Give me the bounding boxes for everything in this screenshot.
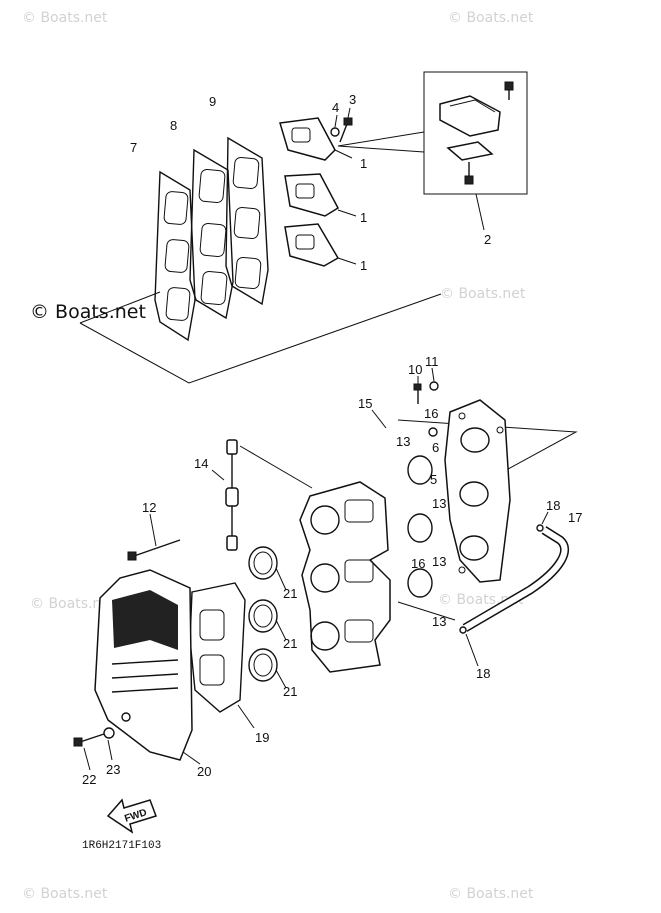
o-ring-13c xyxy=(407,568,433,598)
watermark-bottom-right: © Boats.net xyxy=(448,886,534,902)
callout-18a: 18 xyxy=(546,498,560,513)
callout-7: 7 xyxy=(130,140,137,155)
callout-19: 19 xyxy=(255,730,269,745)
callout-8: 8 xyxy=(170,118,177,133)
watermark-bottom-left: © Boats.net xyxy=(22,886,108,902)
intake-silencer-20 xyxy=(94,569,193,761)
watermark-mid-right: © Boats.net xyxy=(440,286,526,302)
callout-10: 10 xyxy=(408,362,422,377)
reed-valve-1-top xyxy=(279,117,336,161)
callout-11: 11 xyxy=(425,354,439,369)
watermark-center-left: © Boats.net xyxy=(30,301,146,323)
callout-18b: 18 xyxy=(476,666,490,681)
watermark-mid-left: © Boats.net xyxy=(30,596,116,612)
callout-13d: 13 xyxy=(432,614,446,629)
callout-12: 12 xyxy=(142,500,156,515)
link-rod-14 xyxy=(225,439,239,551)
washer-23 xyxy=(103,727,115,739)
callout-13b: 13 xyxy=(432,496,446,511)
clip-18a xyxy=(536,524,544,532)
callout-13c: 13 xyxy=(432,554,446,569)
callout-1c: 1 xyxy=(360,258,367,273)
fitting-16a xyxy=(428,427,438,437)
callout-15: 15 xyxy=(358,396,372,411)
gasket-7 xyxy=(154,170,196,342)
bolt-10 xyxy=(413,383,422,404)
hose-17 xyxy=(462,526,570,632)
intake-manifold xyxy=(444,399,511,583)
bolt-22 xyxy=(73,733,105,747)
callout-16a: 16 xyxy=(424,406,438,421)
callout-3: 3 xyxy=(349,92,356,107)
gasket-21a xyxy=(248,546,278,580)
hose-15 xyxy=(382,426,431,535)
o-ring-13b xyxy=(407,513,433,543)
inset-box-reed-valve-detail xyxy=(337,71,528,231)
callout-14: 14 xyxy=(194,456,208,471)
watermark-top-right: © Boats.net xyxy=(448,10,534,26)
callout-16b: 16 xyxy=(411,556,425,571)
gasket-21b xyxy=(248,599,278,633)
callout-21a: 21 xyxy=(283,586,297,601)
callout-2: 2 xyxy=(484,232,491,247)
callout-20: 20 xyxy=(197,764,211,779)
reed-valve-1-bot xyxy=(284,223,340,267)
silencer-gasket-19 xyxy=(189,582,246,713)
washer-11 xyxy=(429,381,439,391)
callout-labels: 1 1 1 2 3 4 5 6 7 8 9 10 11 12 13 13 13 … xyxy=(82,92,582,787)
callout-23: 23 xyxy=(106,762,120,777)
carburetor-assembly xyxy=(299,481,391,673)
watermark-top-left: © Boats.net xyxy=(22,10,108,26)
reed-valve-1-mid xyxy=(284,173,339,217)
washer-4 xyxy=(330,127,340,137)
callout-22: 22 xyxy=(82,772,96,787)
callout-17: 17 xyxy=(568,510,582,525)
callout-6: 6 xyxy=(432,440,439,455)
callout-21b: 21 xyxy=(283,636,297,651)
gasket-9 xyxy=(225,136,269,306)
callout-1b: 1 xyxy=(360,210,367,225)
callout-13a: 13 xyxy=(396,434,410,449)
fwd-arrow: FWD xyxy=(106,798,157,834)
watermarks: © Boats.net © Boats.net © Boats.net © Bo… xyxy=(22,10,534,902)
upper-plane-outline xyxy=(79,293,442,384)
callout-1a: 1 xyxy=(360,156,367,171)
gasket-21c xyxy=(248,648,278,682)
callout-9: 9 xyxy=(209,94,216,109)
callout-5: 5 xyxy=(430,472,437,487)
bolt-12 xyxy=(127,539,181,561)
clip-18b xyxy=(459,626,467,634)
screw-3 xyxy=(339,117,353,143)
callout-4: 4 xyxy=(332,100,339,115)
callout-21c: 21 xyxy=(283,684,297,699)
o-ring-13a xyxy=(407,455,433,485)
diagram-code: 1R6H2171F103 xyxy=(82,840,161,852)
